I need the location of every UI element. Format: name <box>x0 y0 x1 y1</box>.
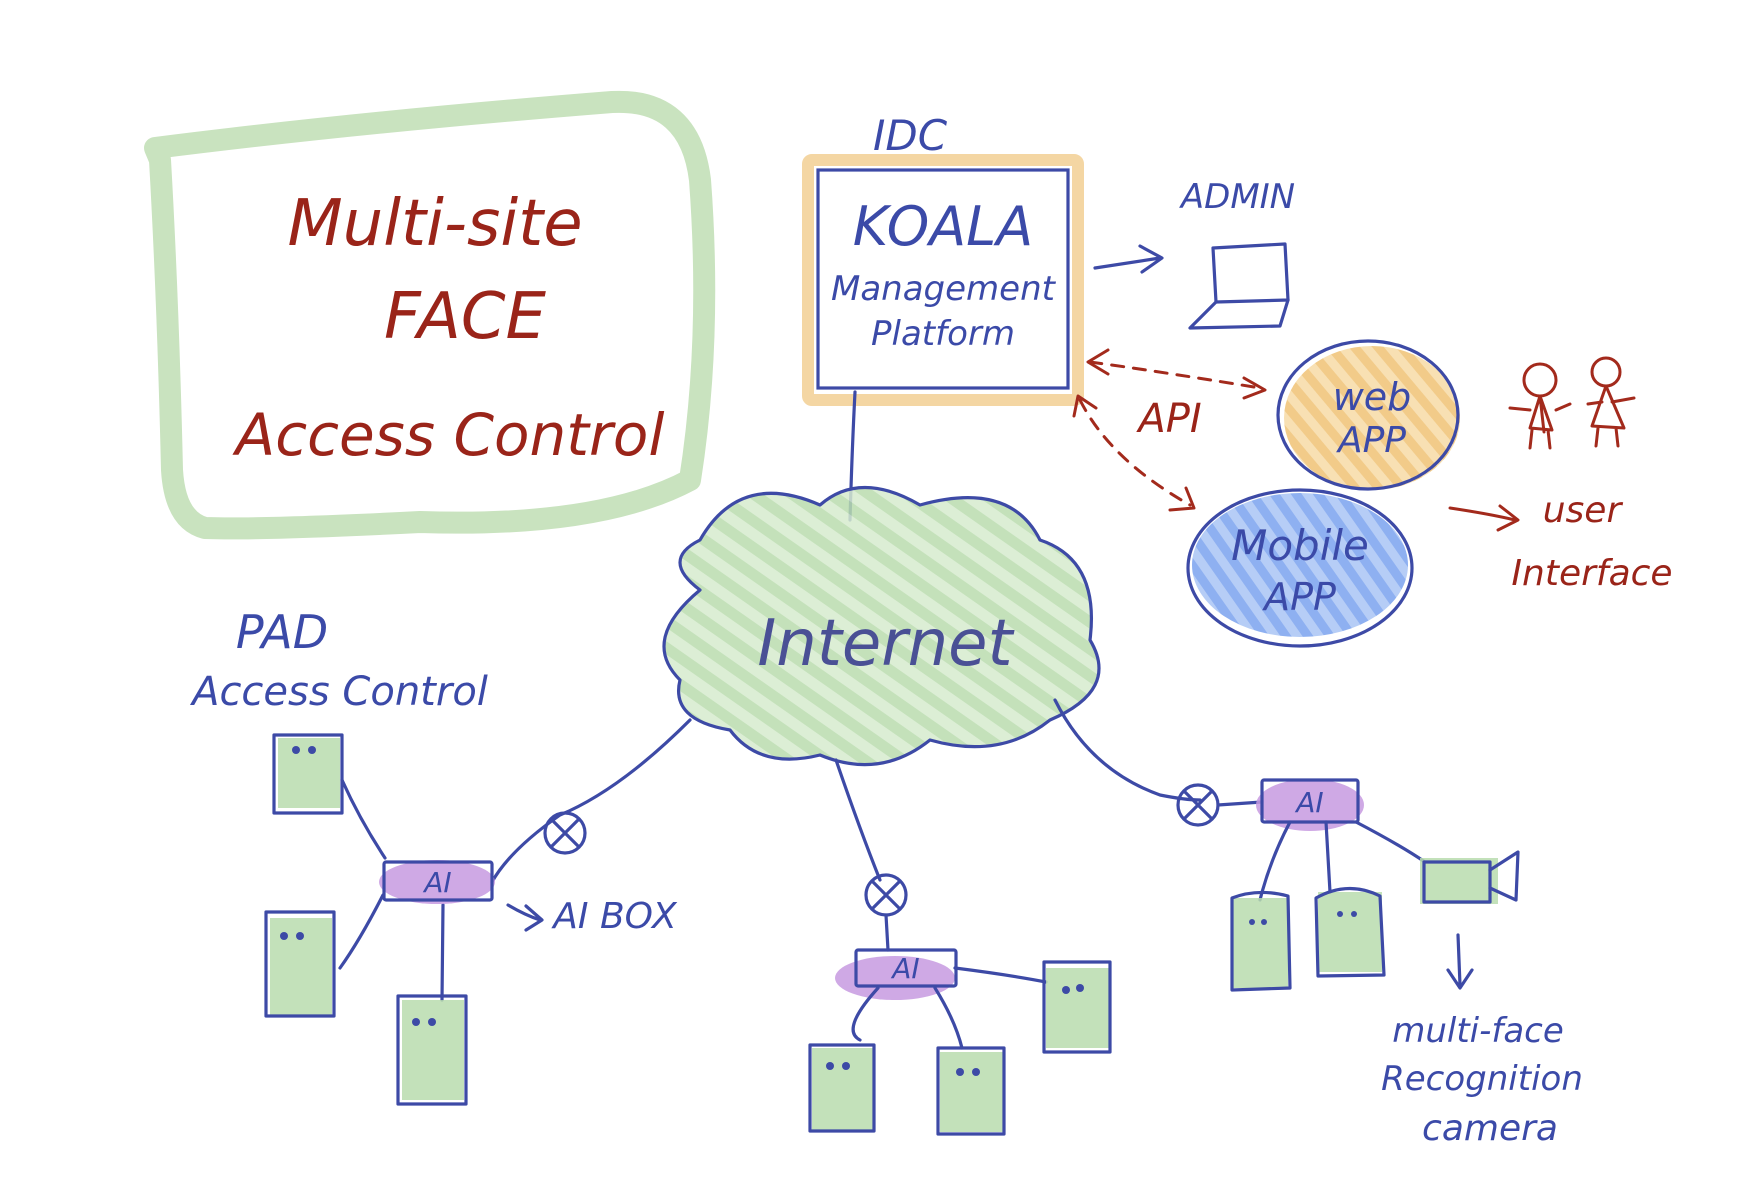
pad-device-center-3 <box>936 1046 1006 1136</box>
arrow-to-ai-box <box>506 903 544 932</box>
api-arrow-web-head-right <box>1242 376 1267 400</box>
router-icon <box>1176 783 1220 827</box>
mobile-app-line-1: Mobile <box>1231 521 1369 570</box>
link-ai-center-pad1 <box>953 966 1048 984</box>
pad-device-left-1 <box>272 733 344 815</box>
web-app-bubble <box>1276 339 1460 491</box>
pad-device-left-2 <box>264 910 336 1018</box>
arrow-to-camera-label <box>1446 933 1474 990</box>
camera-label-line-3: camera <box>1422 1108 1558 1149</box>
link-ai-center-pad2 <box>851 986 880 1042</box>
mobile-app-bubble <box>1186 488 1414 648</box>
title-frame <box>144 90 716 540</box>
api-label: API <box>1135 396 1201 442</box>
router-icon <box>864 873 908 917</box>
link-ai-left-pad2 <box>338 893 385 970</box>
title-line-3: Access Control <box>232 401 665 469</box>
link-router-ai-center <box>884 913 890 952</box>
api-arrow-mobile-head-top <box>1072 394 1098 418</box>
link-internet-center <box>834 758 882 882</box>
pad-device-left-3 <box>396 994 468 1106</box>
router-icon <box>543 811 587 855</box>
pad-label-line-1: PAD <box>236 605 328 659</box>
admin-label: ADMIN <box>1179 177 1295 217</box>
user-interface-line-2: Interface <box>1511 553 1672 594</box>
idc-label: IDC <box>873 111 948 160</box>
ai-chip-label-right: AI <box>1294 786 1323 819</box>
mobile-app-line-2: APP <box>1261 575 1336 619</box>
link-router-ai-right <box>1216 800 1264 807</box>
ai-box-callout: AI BOX <box>551 896 678 937</box>
platform-label: Platform <box>871 314 1015 354</box>
pad-device-center-1 <box>1042 960 1112 1054</box>
internet-cloud <box>662 486 1101 767</box>
internet-label: Internet <box>757 607 1015 681</box>
title-line-2: FACE <box>384 280 547 354</box>
pad-label-line-2: Access Control <box>189 669 488 715</box>
arrow-to-user-interface <box>1448 504 1520 532</box>
koala-label: KOALA <box>853 195 1033 258</box>
api-arrow-mobile <box>1078 398 1192 507</box>
api-arrow-mobile-head-bottom <box>1168 486 1196 512</box>
web-app-line-2: APP <box>1336 420 1406 461</box>
link-ai-right-camera <box>1354 820 1427 864</box>
api-arrow-web <box>1088 360 1262 390</box>
user-interface-line-1: user <box>1543 490 1624 531</box>
pad-device-center-2 <box>808 1043 876 1133</box>
camera-icon <box>1420 850 1520 904</box>
link-ai-right-pad1 <box>1258 820 1292 902</box>
link-ai-left-pad1 <box>340 778 387 860</box>
pad-device-right-2 <box>1314 886 1386 978</box>
arrow-to-admin <box>1093 244 1164 274</box>
camera-label-line-1: multi-face <box>1392 1011 1564 1051</box>
ai-chip-label-center: AI <box>890 952 919 985</box>
koala-platform-box <box>802 154 1084 406</box>
laptop-icon <box>1188 242 1290 330</box>
camera-label-line-2: Recognition <box>1381 1059 1583 1099</box>
ai-chip-label-left: AI <box>422 866 451 899</box>
ai-box-right <box>1256 778 1364 831</box>
title-line-1: Multi-site <box>287 187 582 261</box>
link-internet-left <box>490 718 692 884</box>
link-internet-right <box>1053 698 1202 802</box>
web-app-line-1: web <box>1333 375 1412 419</box>
management-label: Management <box>831 269 1057 309</box>
link-ai-right-pad2 <box>1324 820 1332 894</box>
api-arrow-web-head-left <box>1086 348 1110 376</box>
link-ai-left-pad3 <box>440 903 445 1002</box>
pad-device-right-1 <box>1230 890 1292 992</box>
ai-box-left <box>379 860 495 904</box>
user-figures-icon <box>1508 356 1636 450</box>
link-ai-center-pad3 <box>933 986 964 1050</box>
